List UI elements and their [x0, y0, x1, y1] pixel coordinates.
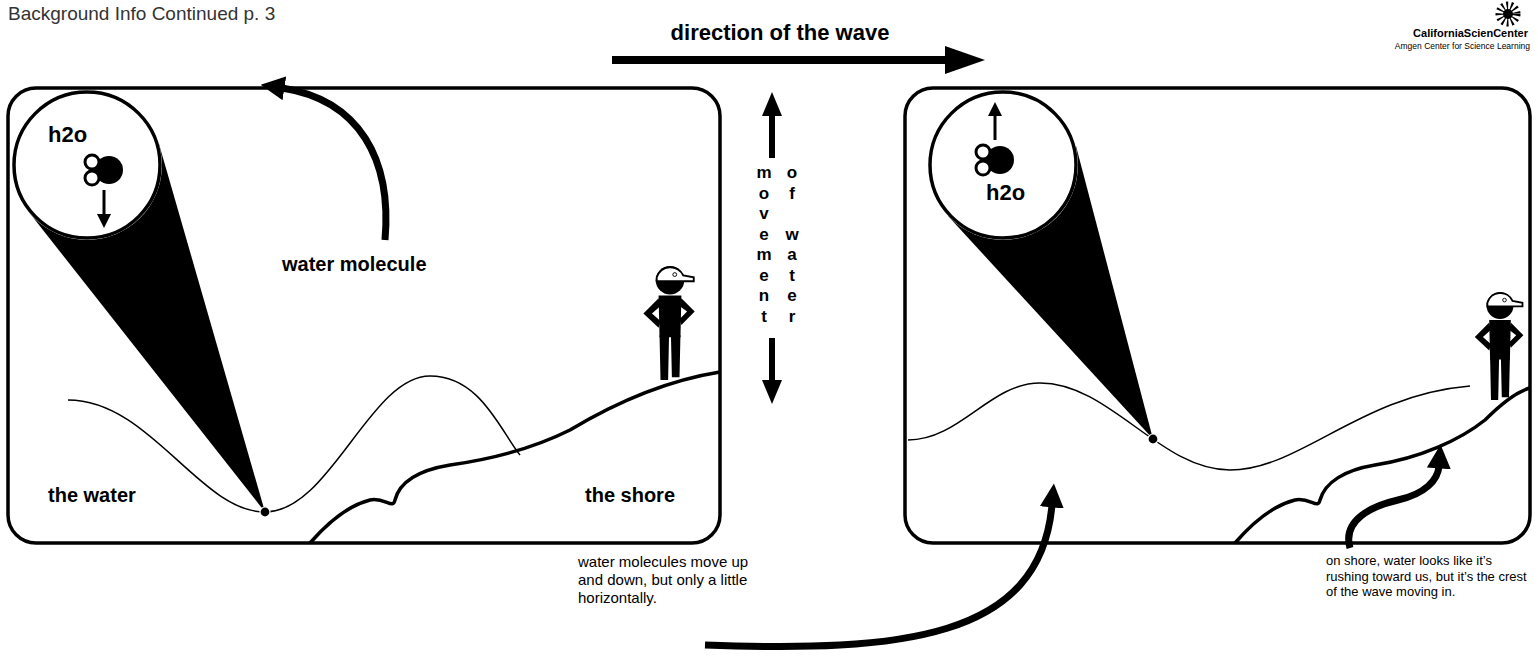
up-arrow-head [762, 92, 782, 116]
wave-line [908, 383, 1470, 470]
magnifier-circle: h2o [928, 90, 1078, 240]
pointer-arrow [705, 505, 1052, 647]
vertical-letter: m [750, 245, 778, 266]
vertical-letter: o [778, 163, 806, 184]
shore-line [1235, 388, 1530, 543]
text-label: water molecule [282, 252, 427, 276]
shore-line [310, 372, 720, 543]
person-figure [1475, 292, 1524, 400]
vertical-letter: m [750, 163, 778, 184]
text-label: the water [48, 483, 136, 507]
text-label: on shore, water looks like it’s rushing … [1326, 553, 1532, 600]
vertical-letter [778, 204, 806, 225]
circle-border [930, 92, 1076, 238]
vertical-label: movement of water [750, 163, 806, 327]
text-label: Amgen Center for Science Learning [1395, 41, 1530, 51]
molecule-dot [260, 507, 270, 517]
molecule-label: h2o [986, 180, 1025, 205]
vertical-letter: e [750, 266, 778, 287]
circle-outline [12, 90, 162, 240]
vertical-letter: t [750, 307, 778, 328]
logo-burst [1500, 6, 1516, 22]
vertical-letter: e [750, 225, 778, 246]
vertical-letter: v [750, 204, 778, 225]
up-arrow [769, 112, 775, 158]
molecule-label: h2o [48, 122, 87, 147]
down-arrow-head [762, 380, 782, 404]
curved-arrow [282, 88, 386, 240]
vertical-letter: n [750, 286, 778, 307]
vertical-letter: a [778, 245, 806, 266]
person-figure [643, 266, 694, 380]
logo-sun [1503, 9, 1513, 19]
molecule-dot [1148, 434, 1158, 444]
text-label: direction of the wave [640, 20, 920, 46]
direction-arrow [612, 56, 948, 64]
text-label: CaliforniaScienCenter [1413, 27, 1528, 40]
pointer-arrow [1349, 466, 1439, 548]
vertical-letter: w [778, 225, 806, 246]
vertical-letter: o [750, 184, 778, 205]
text-label: Background Info Continued p. 3 [8, 3, 275, 26]
circle-outline [928, 90, 1078, 240]
water-molecule-icon [85, 155, 123, 185]
direction-arrow-head [945, 46, 985, 74]
scene-panel [8, 88, 720, 543]
text-label: water molecules move up and down, but on… [578, 553, 772, 607]
water-molecule-icon [976, 145, 1014, 175]
text-label: the shore [585, 483, 675, 507]
motion-arrow [988, 102, 1002, 140]
down-arrow [769, 338, 775, 384]
magnifier-circle: h2o [12, 90, 162, 240]
vertical-letter: r [778, 307, 806, 328]
vertical-letter: f [778, 184, 806, 205]
vertical-letter: t [778, 266, 806, 287]
circle-border [14, 92, 160, 238]
motion-arrow [97, 190, 111, 228]
vertical-letter: e [778, 286, 806, 307]
